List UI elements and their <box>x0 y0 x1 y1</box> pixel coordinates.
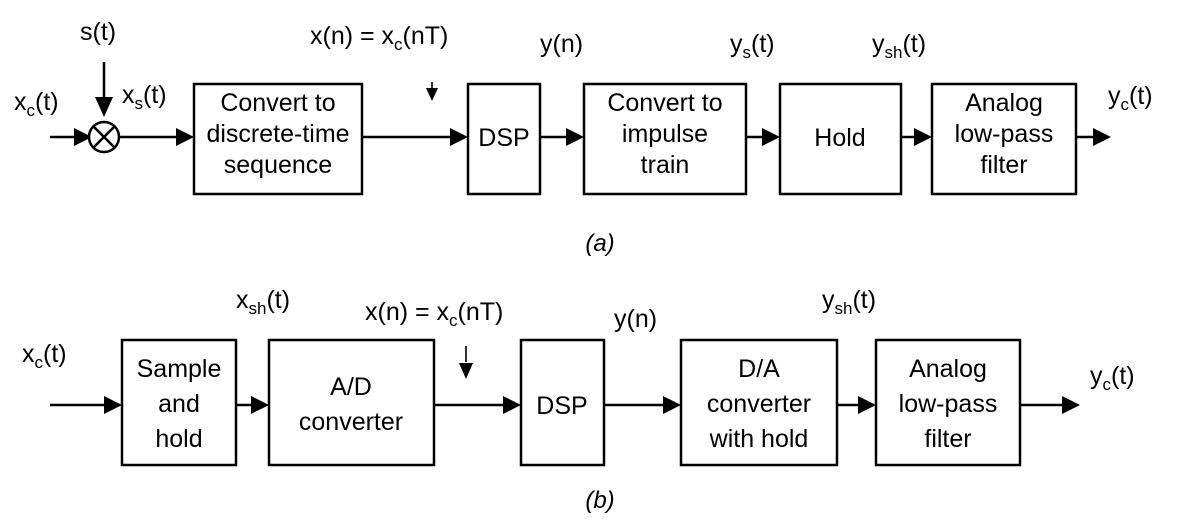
svg-text:discrete-time: discrete-time <box>206 120 349 148</box>
label-b-xsh: xsh(t) <box>236 286 290 318</box>
svg-text:D/A: D/A <box>738 355 780 383</box>
caption-a: (a) <box>585 230 614 257</box>
label-a-ys: ys(t) <box>730 30 775 62</box>
block-sample-and-hold: Sample and hold <box>120 338 238 467</box>
label-a-xs: xs(t) <box>122 81 167 113</box>
svg-text:low-pass: low-pass <box>899 390 998 418</box>
arrow-b-output <box>1062 396 1080 414</box>
arrow-a-output <box>1093 128 1111 146</box>
arrow-b-to-da <box>663 396 681 414</box>
svg-text:Sample: Sample <box>137 355 222 383</box>
svg-text:converter: converter <box>299 408 403 436</box>
block-dsp-b: DSP <box>519 338 606 467</box>
arrow-b-to-ad <box>251 396 269 414</box>
label-a-xc-in: xc(t) <box>14 88 59 120</box>
svg-text:Convert to: Convert to <box>220 89 335 117</box>
arrow-a-to-impulse <box>566 128 584 146</box>
arrow-a-to-lpf <box>914 128 932 146</box>
block-hold: Hold <box>778 82 903 196</box>
svg-text:sequence: sequence <box>224 151 332 179</box>
multiplier-symbol <box>87 120 121 154</box>
svg-text:and: and <box>158 390 200 418</box>
label-b-xc-in: xc(t) <box>22 340 67 372</box>
diagram-a: Convert to discrete-time sequence DSP Co… <box>14 18 1153 257</box>
block-da-converter: D/A converter with hold <box>679 338 839 467</box>
block-lowpass-a: Analog low-pass filter <box>930 82 1078 196</box>
label-a-xn: x(n) = xc(nT) <box>310 22 448 54</box>
label-a-yn: y(n) <box>540 30 583 58</box>
arrow-b-to-lpf <box>858 396 876 414</box>
svg-text:Analog: Analog <box>909 355 987 383</box>
svg-text:low-pass: low-pass <box>955 120 1054 148</box>
block-lowpass-b: Analog low-pass filter <box>874 338 1022 467</box>
diagram-b: Sample and hold A/D converter DSP D/A co… <box>22 286 1135 514</box>
arrow-a-to-hold <box>762 128 780 146</box>
svg-text:impulse: impulse <box>622 120 708 148</box>
block-convert-impulse-train: Convert to impulse train <box>582 82 748 196</box>
svg-text:Analog: Analog <box>965 89 1043 117</box>
svg-text:with hold: with hold <box>709 425 809 453</box>
label-b-xn: x(n) = xc(nT) <box>365 298 503 330</box>
label-b-ysh: ysh(t) <box>822 286 876 318</box>
svg-text:filter: filter <box>924 425 971 453</box>
svg-text:filter: filter <box>980 151 1027 179</box>
label-b-yn: y(n) <box>614 305 657 333</box>
svg-text:train: train <box>641 151 690 179</box>
svg-text:DSP: DSP <box>478 124 529 152</box>
block-ad-converter: A/D converter <box>267 338 436 467</box>
label-a-s: s(t) <box>80 18 116 46</box>
caption-b: (b) <box>585 487 614 514</box>
arrow-b-to-sh <box>104 396 122 414</box>
svg-text:hold: hold <box>155 425 202 453</box>
svg-text:DSP: DSP <box>536 392 587 420</box>
block-dsp-a: DSP <box>466 82 542 196</box>
block-convert-discrete-time: Convert to discrete-time sequence <box>192 82 364 196</box>
label-a-ysh: ysh(t) <box>872 30 926 62</box>
svg-text:Convert to: Convert to <box>607 89 722 117</box>
arrow-a-to-dsp <box>450 128 468 146</box>
arrow-a-input <box>74 128 92 146</box>
svg-text:A/D: A/D <box>330 373 372 401</box>
arrow-a-to-convert <box>176 128 194 146</box>
svg-text:converter: converter <box>707 390 811 418</box>
label-a-yc-out: yc(t) <box>1108 82 1153 114</box>
svg-text:Hold: Hold <box>814 124 865 152</box>
arrow-b-to-dsp <box>503 396 521 414</box>
arrow-a-s <box>95 97 113 117</box>
label-b-yc-out: yc(t) <box>1090 362 1135 394</box>
